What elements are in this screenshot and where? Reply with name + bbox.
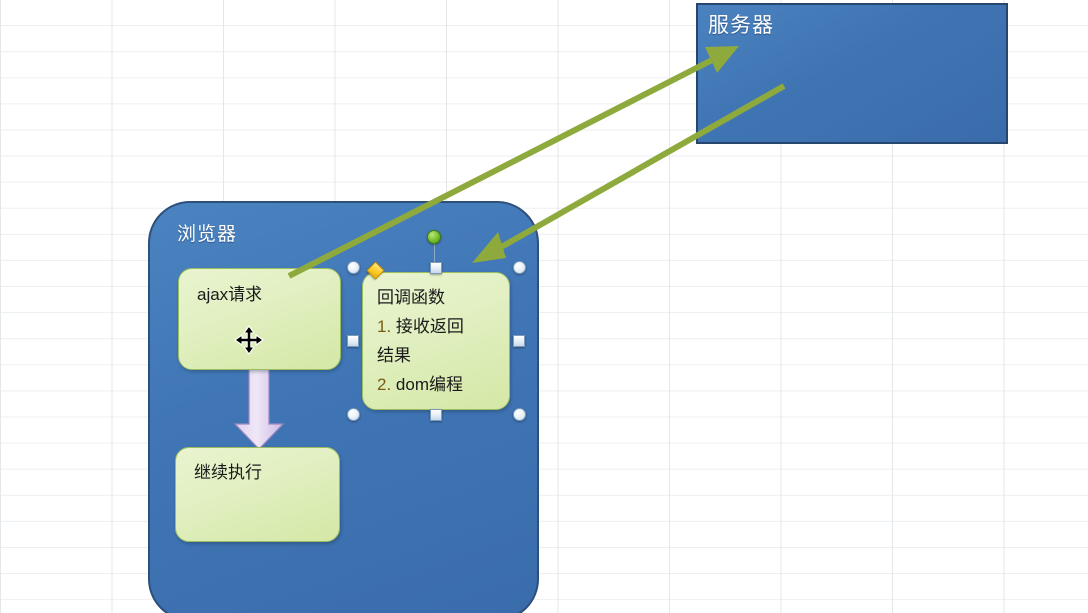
callback-item2-number: 2. [377,375,392,394]
callback-function-label: 回调函数 1. 接收返回结果 2. dom编程 [377,283,464,399]
continue-execution-label: 继续执行 [194,463,262,482]
move-cursor [234,325,264,355]
ajax-request-label: ajax请求 [197,285,263,304]
callback-item1-continued: 结果 [377,346,411,365]
resize-handle-top-right[interactable] [513,261,526,274]
resize-handle-bottom-left[interactable] [347,408,360,421]
resize-handle-top-center[interactable] [430,262,442,274]
server-label: 服务器 [708,14,774,37]
callback-item2-text: dom编程 [391,375,463,394]
resize-handle-bottom-right[interactable] [513,408,526,421]
resize-handle-middle-left[interactable] [347,335,359,347]
browser-label: 浏览器 [177,224,238,245]
resize-handle-middle-right[interactable] [513,335,525,347]
callback-title: 回调函数 [377,288,445,307]
callback-item1-text: 接收返回 [391,317,464,336]
rotation-handle[interactable] [427,230,441,244]
callback-function-shape[interactable]: 回调函数 1. 接收返回结果 2. dom编程 [362,272,510,410]
flow-arrow-ajax-to-continue[interactable] [233,367,285,450]
resize-handle-top-left[interactable] [347,261,360,274]
resize-handle-bottom-center[interactable] [430,409,442,421]
callback-item1-number: 1. [377,317,392,336]
request-arrow-connector[interactable] [287,46,739,279]
server-shape[interactable] [696,3,1008,144]
response-arrow-connector[interactable] [472,83,786,263]
continue-execution-shape[interactable]: 继续执行 [175,447,340,542]
rotation-handle-stem [434,243,435,271]
ajax-request-shape[interactable]: ajax请求 [178,268,341,370]
